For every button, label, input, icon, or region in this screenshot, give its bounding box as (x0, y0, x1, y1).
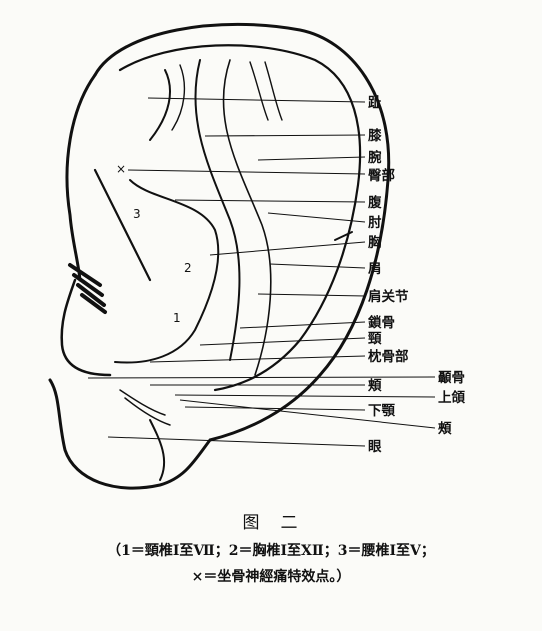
label-toe: 趾 (368, 94, 382, 111)
label-buttock: 臀部 (368, 167, 395, 184)
label-knee: 膝 (368, 128, 382, 144)
label-eye: 眼 (368, 439, 382, 455)
label-clavicle: 鎖骨 (368, 314, 395, 331)
zone-label-3: 3 (133, 207, 141, 221)
label-cheek: 頬 (368, 377, 382, 394)
caption-line-1: （1＝頸椎Ⅰ至Ⅶ；2＝胸椎Ⅰ至ⅩⅡ；3＝腰椎Ⅰ至Ⅴ； (107, 543, 435, 559)
label-cheek-2: 頰 (438, 420, 452, 437)
ear-drawing (48, 22, 391, 490)
label-elbow: 肘 (368, 215, 382, 231)
label-occiput: 枕骨部 (368, 348, 409, 365)
figure-title: 图 二 (242, 513, 300, 533)
label-shoulder-joint: 肩关节 (368, 288, 409, 305)
label-abdomen: 腹 (368, 194, 382, 211)
label-neck: 頸 (368, 331, 382, 347)
label-upper-jaw: 上頜 (438, 389, 465, 406)
leader-lines (87, 97, 436, 447)
label-shoulder: 肩 (368, 260, 382, 277)
label-lower-jaw: 下顎 (368, 403, 395, 419)
sciatica-point-marker: × (116, 162, 126, 176)
zone-label-2: 2 (184, 261, 192, 275)
caption-line-2: ×＝坐骨神經痛特效点。） (191, 569, 351, 585)
label-chest: 胸 (368, 234, 382, 251)
label-temporal: 顳骨 (438, 369, 465, 386)
zone-label-1: 1 (173, 311, 181, 325)
label-wrist: 腕 (368, 149, 382, 166)
